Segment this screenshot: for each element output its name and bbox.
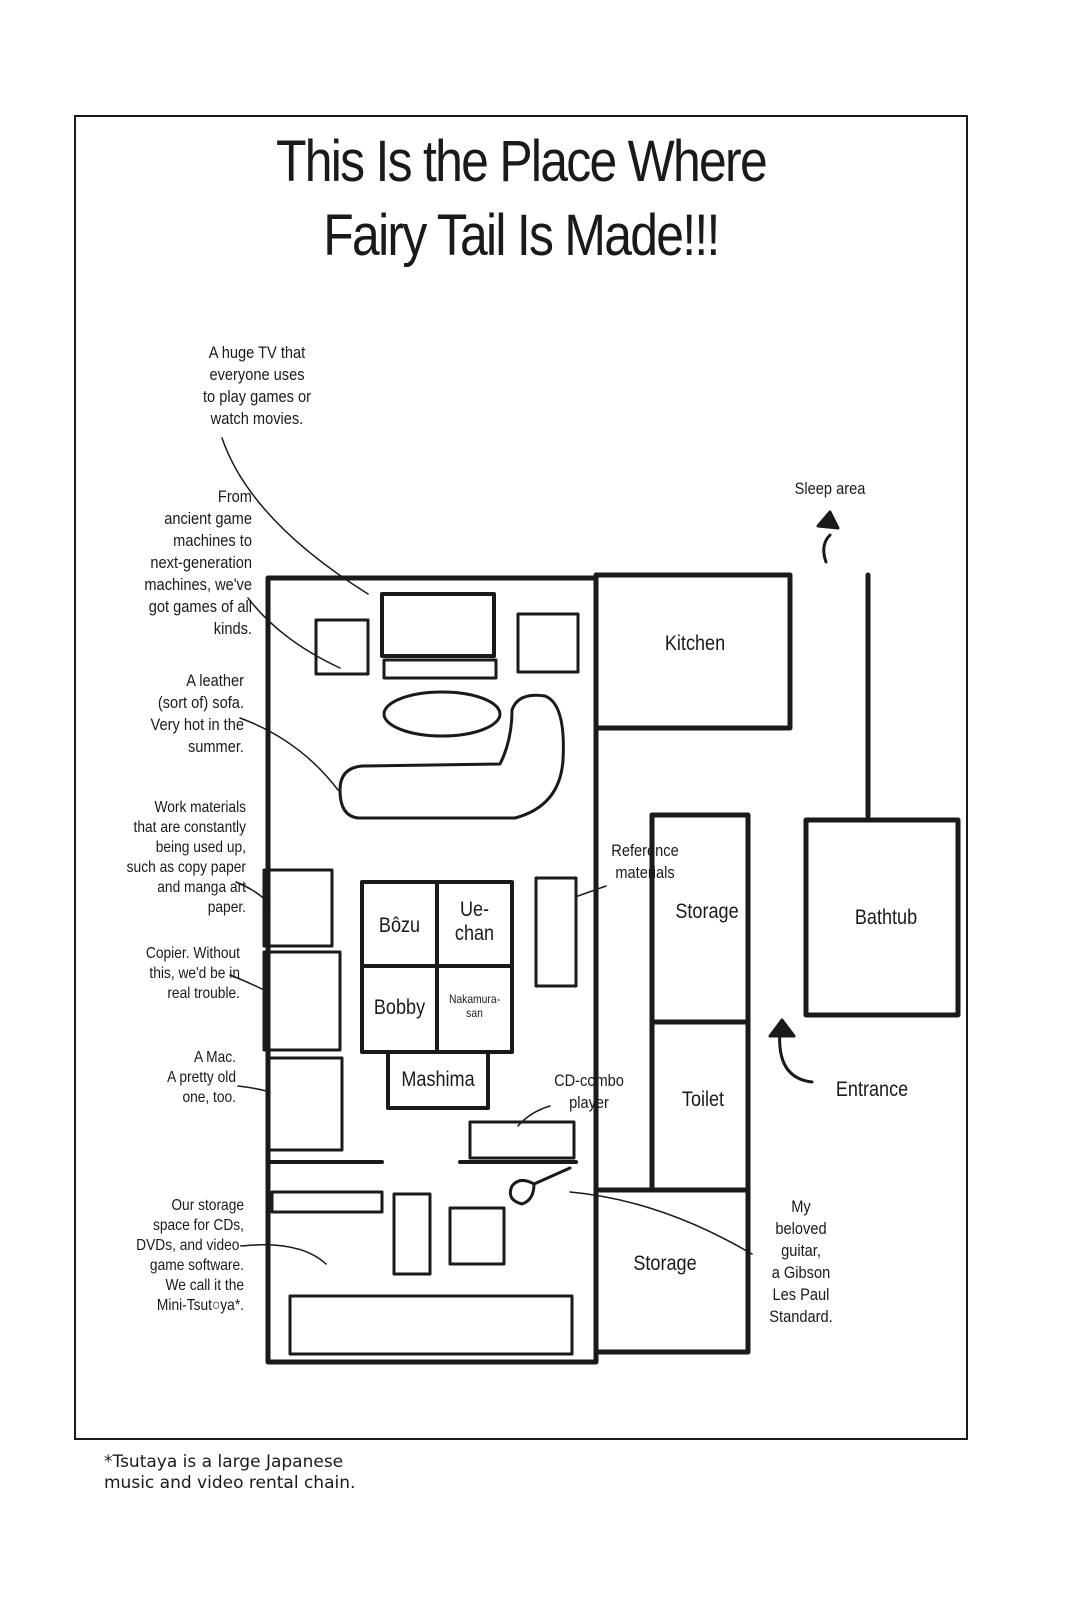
- kitchen-walls: [593, 572, 793, 731]
- reference-shelf: [534, 876, 578, 988]
- entrance-label: Entrance: [835, 1078, 909, 1101]
- desk-bobby-label: Bobby: [373, 996, 426, 1019]
- copier-note: Copier. Without this, we'd be in real tr…: [145, 945, 240, 1002]
- tv-note: A huge TV that everyone uses to play gam…: [202, 343, 312, 428]
- sleep-arrow: [822, 533, 832, 564]
- entrance-arrow: [778, 1028, 814, 1084]
- sofa: [338, 693, 565, 820]
- sofa-note: A leather (sort of) sofa. Very hot in th…: [150, 671, 244, 756]
- sleep-area-label: Sleep area: [794, 479, 866, 498]
- games-note: From ancient game machines to next-gener…: [144, 487, 252, 638]
- copier: [262, 950, 342, 1052]
- media-shelf: [288, 1294, 574, 1356]
- storage-media-note: Our storage space for CDs, DVDs, and vid…: [136, 1197, 244, 1314]
- small-table: [448, 1206, 506, 1266]
- storage-top-label: Storage: [675, 900, 739, 923]
- game-shelf-right: [516, 612, 580, 674]
- coffee-table: [382, 690, 502, 738]
- game-shelf-left: [314, 618, 370, 676]
- desk-bozu-label: Bôzu: [378, 914, 421, 937]
- cd-player-note: CD-combo player: [554, 1071, 624, 1112]
- desk-nakamura-label: Nakamura- san: [448, 992, 501, 1020]
- storage-bottom-label: Storage: [633, 1252, 697, 1275]
- work-materials-note: Work materials that are constantly being…: [126, 799, 246, 916]
- page-title: This Is the Place Where Fairy Tail Is Ma…: [137, 125, 906, 273]
- title-line-2: Fairy Tail Is Made!!!: [323, 203, 720, 268]
- title-line-1: This Is the Place Where: [276, 129, 768, 194]
- reference-note: Reference materials: [611, 841, 679, 882]
- mac: [266, 1056, 344, 1152]
- bathtub-walls: [803, 817, 961, 1018]
- kitchen-label: Kitchen: [664, 632, 726, 655]
- paper-shelf: [262, 868, 334, 948]
- tv-cabinet: [380, 592, 496, 658]
- bottom-storage-walls: [593, 1187, 751, 1355]
- side-shelf: [270, 1190, 384, 1214]
- desk-uechan-label: Ue- chan: [454, 898, 495, 945]
- chair: [392, 1192, 432, 1276]
- guitar: [508, 1166, 572, 1206]
- desk-mashima: [386, 1050, 490, 1110]
- mac-note: A Mac. A pretty old one, too.: [167, 1049, 236, 1106]
- bathtub-label: Bathtub: [854, 906, 918, 929]
- leader-lines: [221, 437, 753, 1265]
- guitar-note: My beloved guitar, a Gibson Les Paul Sta…: [769, 1197, 833, 1326]
- desk-mashima-label: Mashima: [401, 1068, 475, 1091]
- cd-player: [468, 1120, 576, 1160]
- page-frame: [74, 115, 968, 1440]
- desk-dividers: [360, 880, 514, 1054]
- footnote: *Tsutaya is a large Japanese music and v…: [104, 1452, 356, 1493]
- sleep-arrow-head: [816, 510, 840, 530]
- toilet-label: Toilet: [681, 1088, 725, 1111]
- entrance-arrow-head: [768, 1018, 796, 1038]
- tv-stand: [382, 658, 498, 680]
